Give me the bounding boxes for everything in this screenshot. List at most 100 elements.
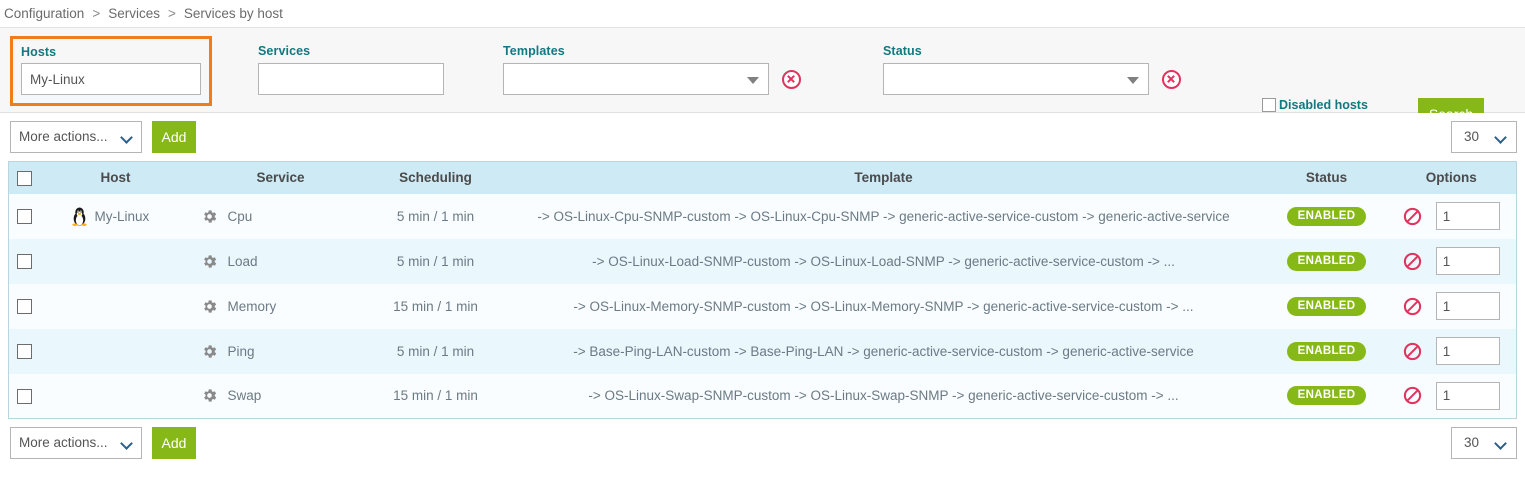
disable-no-entry-icon[interactable] [1403,207,1422,226]
service-name[interactable]: Memory [227,298,277,314]
row-checkbox[interactable] [17,298,33,314]
disable-no-entry-icon[interactable] [1403,252,1422,271]
gear-icon [203,389,216,402]
template-cell: -> Base-Ping-LAN-custom -> Base-Ping-LAN… [500,328,1267,374]
options-cell [1386,238,1517,284]
disable-no-entry-icon[interactable] [1403,297,1422,316]
disable-no-entry-icon[interactable] [1403,386,1422,405]
status-badge: ENABLED [1286,251,1367,271]
toolbar-top: More actions... Add 30 [0,113,1525,161]
option-quantity-input[interactable] [1435,247,1500,275]
column-header-status[interactable]: Status [1266,161,1387,194]
filter-group-templates: Templates [503,44,801,95]
disabled-hosts-label: Disabled hosts [1279,98,1368,112]
column-header-scheduling[interactable]: Scheduling [370,161,501,194]
page-size-select-bottom[interactable]: 30 [1451,427,1517,459]
service-cell: Memory [190,283,371,329]
host-name[interactable]: My-Linux [94,208,150,224]
column-header-options[interactable]: Options [1386,161,1517,194]
host-cell: My-Linux [40,193,191,239]
row-checkbox[interactable] [17,253,33,269]
select-all-checkbox[interactable] [17,170,33,186]
services-filter-input[interactable] [258,63,444,95]
more-actions-select-top[interactable]: More actions... [10,121,142,153]
status-cell: ENABLED [1266,283,1387,329]
host-cell [40,283,191,329]
row-checkbox[interactable] [17,343,33,359]
status-badge: ENABLED [1286,296,1367,316]
scheduling-cell: 5 min / 1 min [370,238,501,284]
service-name[interactable]: Swap [227,388,262,404]
option-quantity-input[interactable] [1435,381,1500,410]
hosts-filter-input[interactable] [21,63,201,95]
service-name[interactable]: Cpu [227,208,253,224]
table-header-row: Host Service Scheduling Template Status … [8,161,1517,194]
options-cell [1386,328,1517,374]
scheduling-cell: 5 min / 1 min [370,193,501,239]
template-cell: -> OS-Linux-Swap-SNMP-custom -> OS-Linux… [500,373,1267,419]
status-badge: ENABLED [1286,341,1367,361]
option-quantity-input[interactable] [1435,337,1500,365]
page-size-select-top[interactable]: 30 [1451,121,1517,153]
row-checkbox[interactable] [17,208,33,224]
breadcrumb-item-services[interactable]: Services [108,6,160,21]
add-button-bottom[interactable]: Add [152,427,196,459]
breadcrumb-item-services-by-host[interactable]: Services by host [183,6,283,21]
service-cell: Cpu [190,193,371,239]
status-cell: ENABLED [1266,328,1387,374]
templates-clear-icon[interactable] [781,69,801,89]
templates-filter-select[interactable] [503,63,769,95]
service-cell: Load [190,238,371,284]
chevron-down-icon [120,131,133,144]
options-cell [1386,193,1517,239]
services-table-wrapper: Host Service Scheduling Template Status … [0,161,1525,419]
template-cell: -> OS-Linux-Load-SNMP-custom -> OS-Linux… [500,238,1267,284]
service-cell: Swap [190,373,371,419]
add-button-top[interactable]: Add [152,121,196,153]
page-size-value-top: 30 [1464,129,1480,144]
breadcrumb: Configuration > Services > Services by h… [0,0,1525,28]
option-quantity-input[interactable] [1435,202,1500,230]
status-cell: ENABLED [1266,238,1387,284]
template-cell: -> OS-Linux-Cpu-SNMP-custom -> OS-Linux-… [500,193,1267,239]
disable-no-entry-icon[interactable] [1403,342,1422,361]
column-header-host[interactable]: Host [40,161,191,194]
status-filter-label: Status [883,44,922,58]
column-header-service[interactable]: Service [190,161,371,194]
table-body: My-Linux Cpu 5 min / 1 min -> OS-Linux-C… [8,193,1517,419]
service-name[interactable]: Ping [227,343,255,359]
scheduling-cell: 15 min / 1 min [370,373,501,419]
filter-bar: Hosts Services Templates Status Disabled… [0,28,1525,146]
tux-penguin-icon [71,207,87,226]
row-checkbox[interactable] [17,388,33,404]
more-actions-label-bottom: More actions... [19,435,108,450]
status-filter-select[interactable] [883,63,1149,95]
host-cell [40,238,191,284]
select-all-header [8,161,41,194]
services-table: Host Service Scheduling Template Status … [8,161,1517,419]
service-name[interactable]: Load [227,253,258,269]
scheduling-cell: 15 min / 1 min [370,283,501,329]
status-cell: ENABLED [1266,193,1387,239]
column-header-template[interactable]: Template [500,161,1267,194]
gear-icon [203,254,216,268]
breadcrumb-separator: > [92,6,101,21]
filter-group-status: Status [883,44,1181,95]
more-actions-select-bottom[interactable]: More actions... [10,427,142,459]
chevron-down-icon [1494,437,1507,450]
services-filter-label: Services [258,44,311,58]
breadcrumb-separator: > [167,6,176,21]
disabled-hosts-checkbox[interactable] [1262,98,1276,112]
host-cell [40,373,191,419]
breadcrumb-item-configuration[interactable]: Configuration [4,6,85,21]
filter-group-hosts: Hosts [10,36,212,106]
row-select-cell [8,328,41,374]
status-clear-icon[interactable] [1161,69,1181,89]
toolbar-bottom: More actions... Add 30 [0,419,1525,467]
options-cell [1386,373,1517,419]
chevron-down-icon [120,437,133,450]
option-quantity-input[interactable] [1435,292,1500,320]
status-badge: ENABLED [1286,206,1367,226]
filter-group-services: Services [258,44,444,95]
disabled-hosts-checkbox-group[interactable]: Disabled hosts [1262,98,1368,112]
